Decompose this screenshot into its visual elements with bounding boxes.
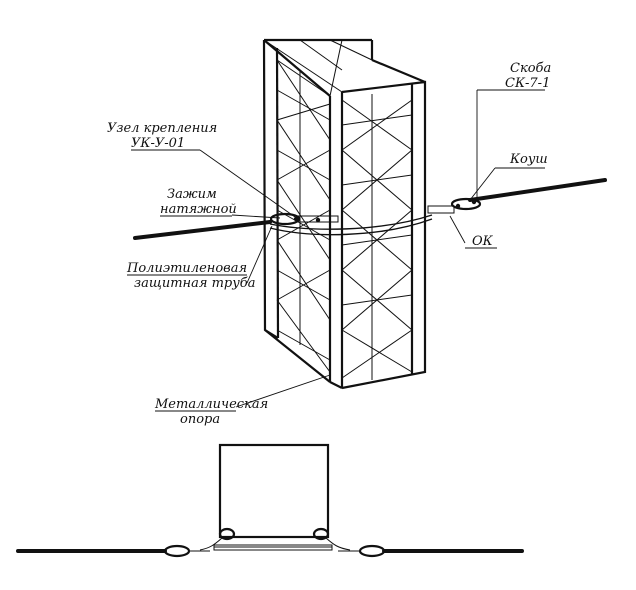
leader-lines	[199, 90, 496, 408]
label-tension-clamp-line1: Зажим	[167, 187, 217, 202]
label-metal-support-line1: Металлическая	[154, 397, 268, 412]
label-thimble: Коуш	[495, 152, 548, 169]
label-bracket-line2: СК-7-1	[505, 76, 550, 91]
label-mount-node: Узел крепления УК-У-01	[107, 121, 217, 151]
label-tension-clamp: Зажим натяжной	[160, 187, 237, 217]
label-mount-node-line1: Узел крепления	[107, 121, 217, 136]
label-mount-node-line2: УК-У-01	[131, 136, 185, 151]
label-bracket-line1: Скоба	[510, 61, 551, 76]
label-pe-pipe-line1: Полиэтиленовая	[126, 261, 247, 276]
plan-view	[16, 443, 524, 558]
label-thimble-text: Коуш	[509, 152, 548, 167]
label-optical-cable-text: ОК	[472, 234, 494, 249]
label-metal-support-line2: опора	[180, 412, 220, 427]
optical-cable	[133, 178, 607, 240]
label-pe-pipe: Полиэтиленовая защитная труба	[126, 261, 255, 291]
label-optical-cable: ОК	[465, 234, 497, 249]
right-tension-clamp	[427, 197, 482, 214]
label-tension-clamp-line2: натяжной	[160, 202, 237, 217]
label-bracket: Скоба СК-7-1	[477, 61, 551, 91]
label-metal-support: Металлическая опора	[154, 397, 268, 427]
left-tension-clamp	[269, 212, 339, 226]
support-plan-square	[218, 443, 330, 539]
metal-tower	[262, 38, 427, 390]
label-pe-pipe-line2: защитная труба	[134, 276, 255, 291]
